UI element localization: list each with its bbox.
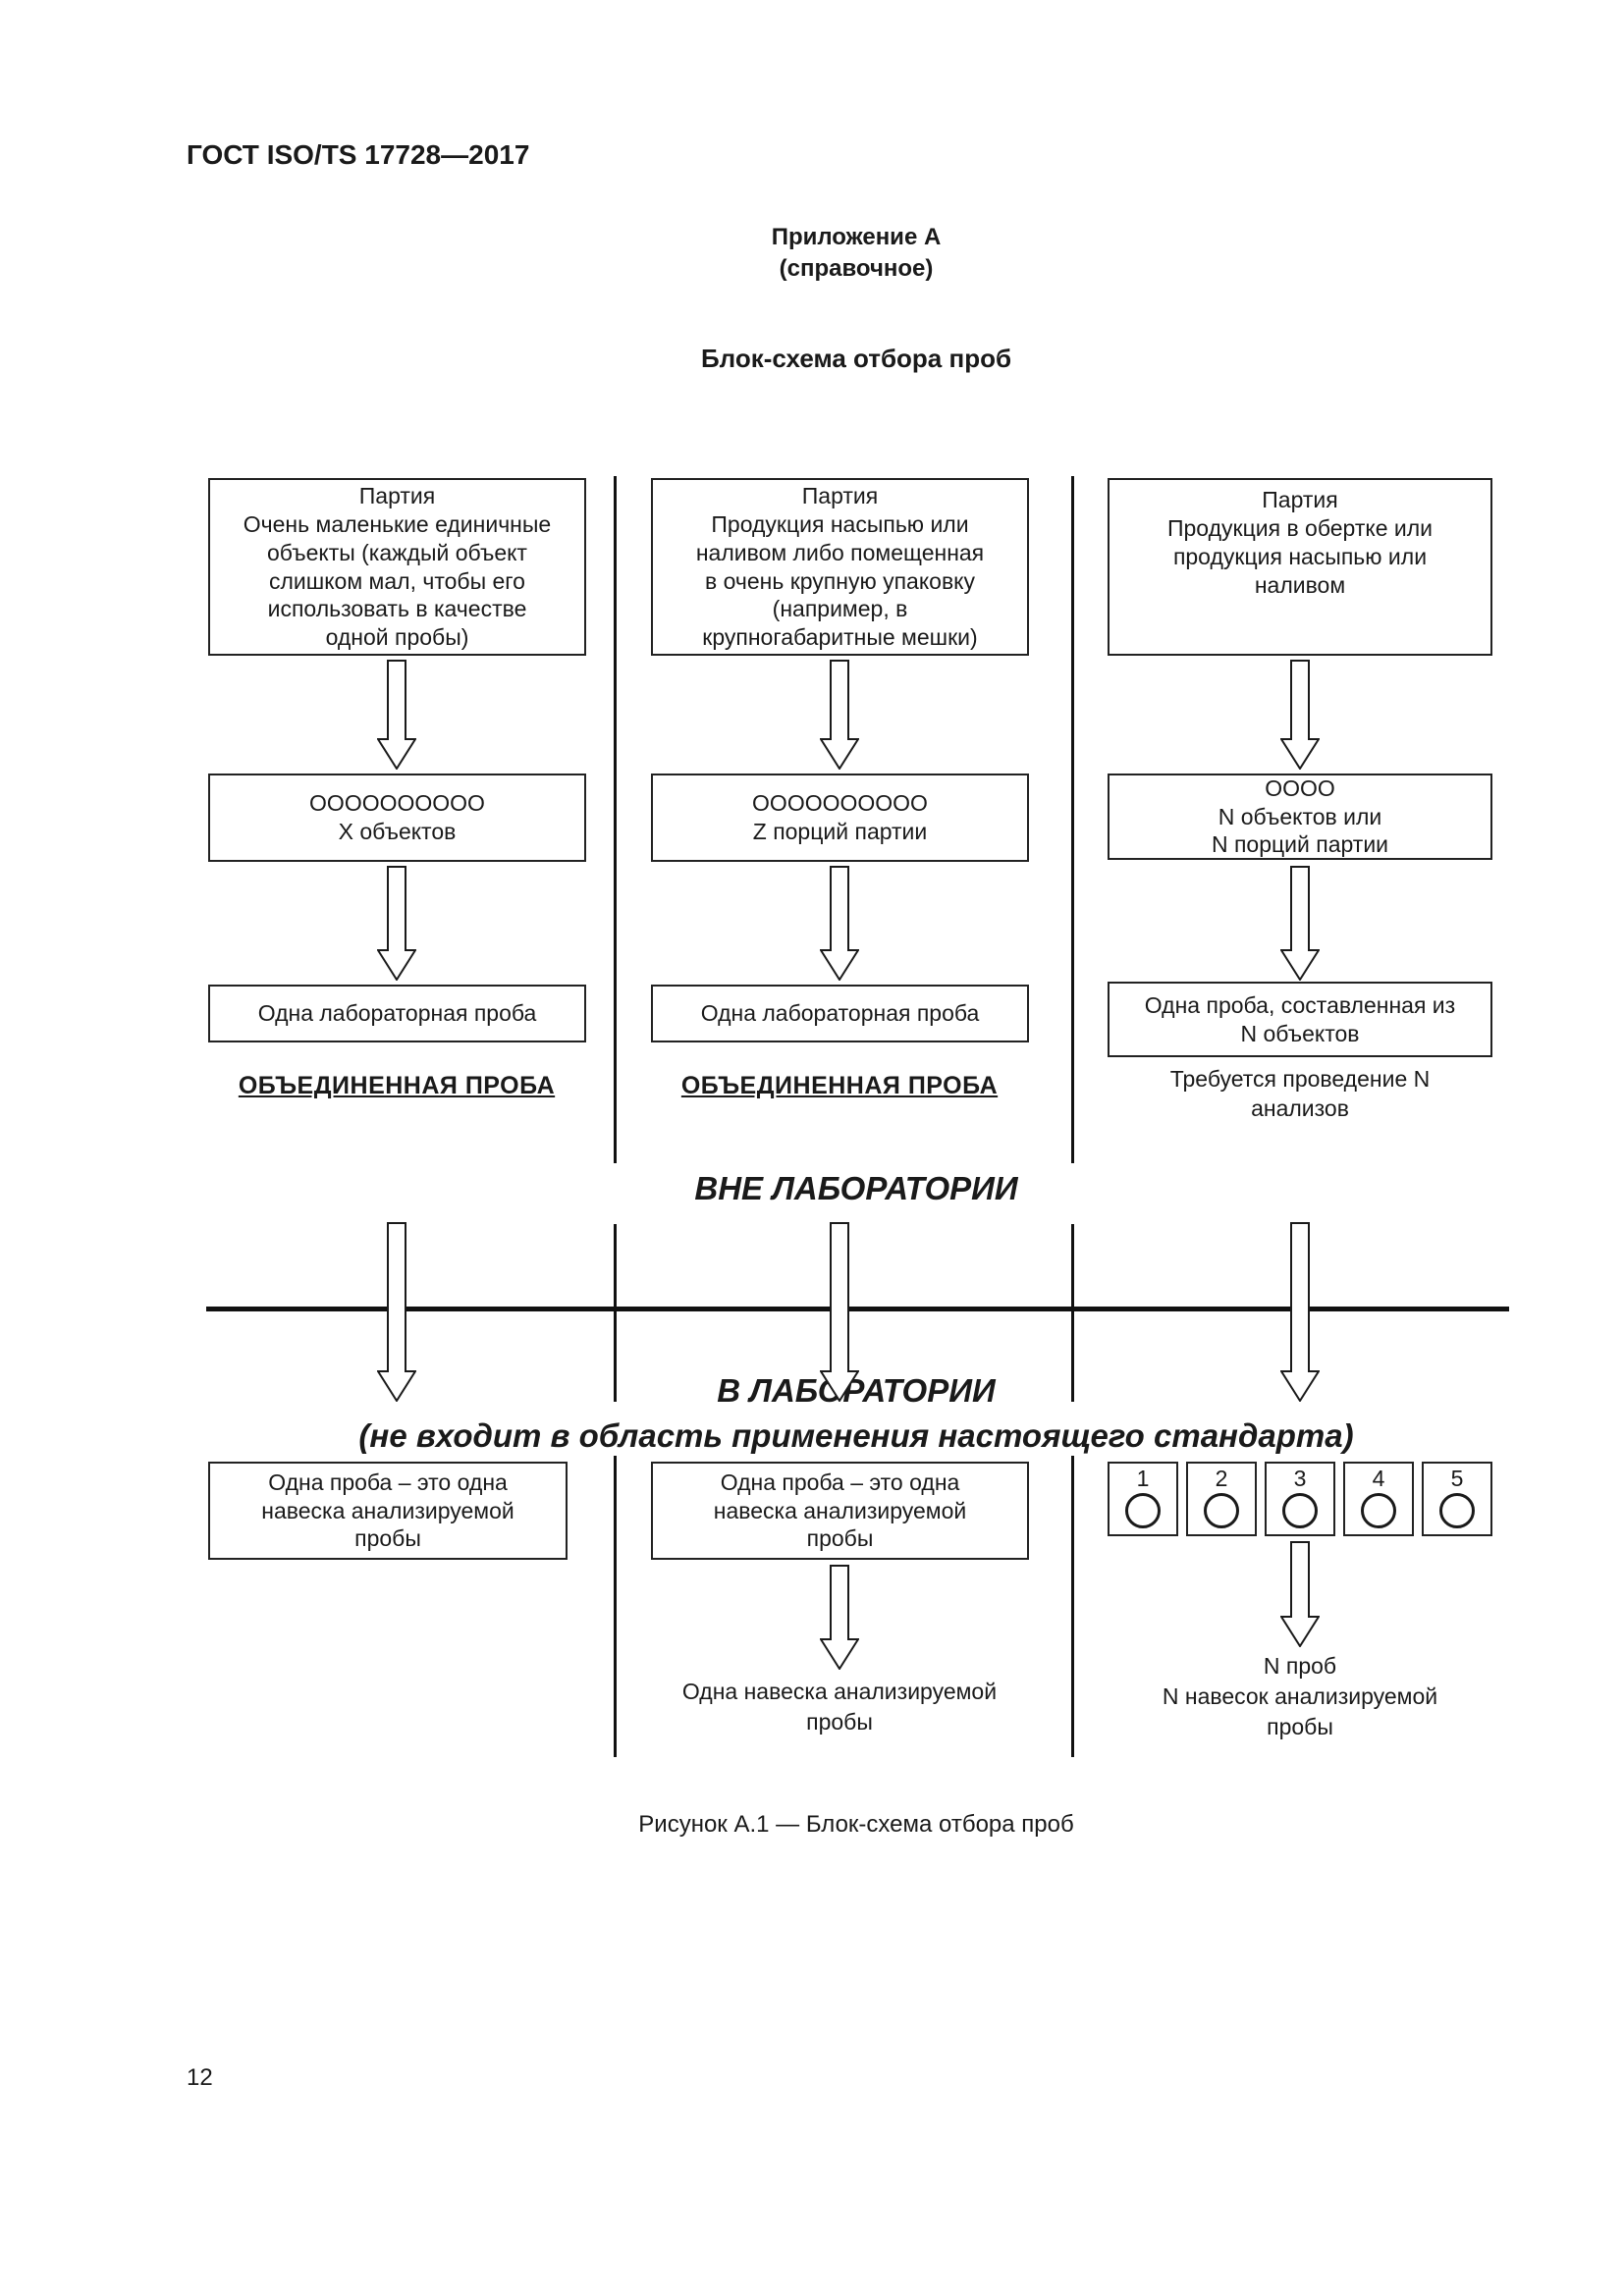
annex-title: Приложение А bbox=[771, 224, 942, 250]
sample-cell: 3 bbox=[1265, 1462, 1335, 1536]
column-divider-left-top bbox=[614, 476, 617, 1163]
analyses-note-col3: Требуется проведение N анализов bbox=[1169, 1066, 1431, 1121]
units-box-col1: ОООООООООО X объектов bbox=[208, 774, 586, 862]
column-divider-left-mid bbox=[614, 1224, 617, 1402]
down-arrow-icon bbox=[820, 866, 859, 981]
portion-box-col1: Одна проба – это одна навеска анализируе… bbox=[208, 1462, 568, 1560]
units-box-col3: ОООО N объектов или N порций партии bbox=[1108, 774, 1492, 860]
down-arrow-icon bbox=[1280, 866, 1320, 981]
down-arrow-icon bbox=[377, 866, 416, 981]
cell-number: 1 bbox=[1136, 1466, 1150, 1491]
lot-box-col2: Партия Продукция насыпью или наливом либ… bbox=[651, 478, 1029, 656]
sample-circle-icon bbox=[1439, 1493, 1475, 1529]
column-divider-right-top bbox=[1071, 476, 1074, 1163]
portion-box-col2: Одна проба – это одна навеска анализируе… bbox=[651, 1462, 1029, 1560]
cell-number: 2 bbox=[1215, 1466, 1228, 1491]
page-number: 12 bbox=[187, 2064, 213, 2091]
sample-cell: 5 bbox=[1422, 1462, 1492, 1536]
numbered-sample-strip: 1 2 3 4 5 bbox=[1108, 1462, 1492, 1536]
units-box-col2: ОООООООООО Z порций партии bbox=[651, 774, 1029, 862]
combined-sample-label-col2: ОБЪЕДИНЕННАЯ ПРОБА bbox=[680, 1072, 999, 1099]
down-arrow-icon bbox=[820, 660, 859, 770]
sample-cell: 2 bbox=[1186, 1462, 1257, 1536]
sample-circle-icon bbox=[1361, 1493, 1396, 1529]
cell-number: 5 bbox=[1450, 1466, 1464, 1491]
in-lab-note: (не входит в область применения настояще… bbox=[358, 1417, 1354, 1454]
sample-circle-icon bbox=[1125, 1493, 1161, 1529]
figure-caption: Рисунок А.1 — Блок-схема отбора проб bbox=[638, 1811, 1074, 1838]
down-arrow-icon bbox=[1280, 1541, 1320, 1647]
standard-designation: ГОСТ ISO/TS 17728—2017 bbox=[187, 139, 530, 170]
outside-lab-heading: ВНЕ ЛАБОРАТОРИИ bbox=[694, 1170, 1018, 1206]
column-divider-right-bottom bbox=[1071, 1456, 1074, 1757]
column-divider-right-mid bbox=[1071, 1224, 1074, 1402]
lab-boundary-line bbox=[206, 1307, 1509, 1311]
down-arrow-icon bbox=[820, 1565, 859, 1670]
in-lab-heading: В ЛАБОРАТОРИИ bbox=[717, 1372, 996, 1409]
sample-circle-icon bbox=[1204, 1493, 1239, 1529]
combined-sample-label-col1: ОБЪЕДИНЕННАЯ ПРОБА bbox=[238, 1072, 556, 1099]
annex-type: (справочное) bbox=[779, 255, 934, 282]
lab-sample-box-col1: Одна лабораторная проба bbox=[208, 985, 586, 1042]
down-arrow-icon bbox=[1280, 660, 1320, 770]
result-text-col2: Одна навеска анализируемой пробы bbox=[681, 1679, 998, 1735]
down-arrow-icon bbox=[377, 1222, 416, 1402]
down-arrow-icon bbox=[820, 1222, 859, 1402]
down-arrow-icon bbox=[377, 660, 416, 770]
lab-sample-box-col2: Одна лабораторная проба bbox=[651, 985, 1029, 1042]
sample-cell: 1 bbox=[1108, 1462, 1178, 1536]
diagram-title: Блок-схема отбора проб bbox=[700, 344, 1012, 373]
lot-box-col1: Партия Очень маленькие единичные объекты… bbox=[208, 478, 586, 656]
cell-number: 4 bbox=[1372, 1466, 1385, 1491]
sample-cell: 4 bbox=[1343, 1462, 1414, 1536]
sample-circle-icon bbox=[1282, 1493, 1318, 1529]
down-arrow-icon bbox=[1280, 1222, 1320, 1402]
column-divider-left-bottom bbox=[614, 1456, 617, 1757]
result-text-col3: N проб N навесок анализируемой пробы bbox=[1162, 1653, 1438, 1740]
cell-number: 3 bbox=[1293, 1466, 1307, 1491]
lot-box-col3: Партия Продукция в обертке или продукция… bbox=[1108, 478, 1492, 656]
sample-box-col3: Одна проба, составленная из N объектов bbox=[1108, 982, 1492, 1057]
